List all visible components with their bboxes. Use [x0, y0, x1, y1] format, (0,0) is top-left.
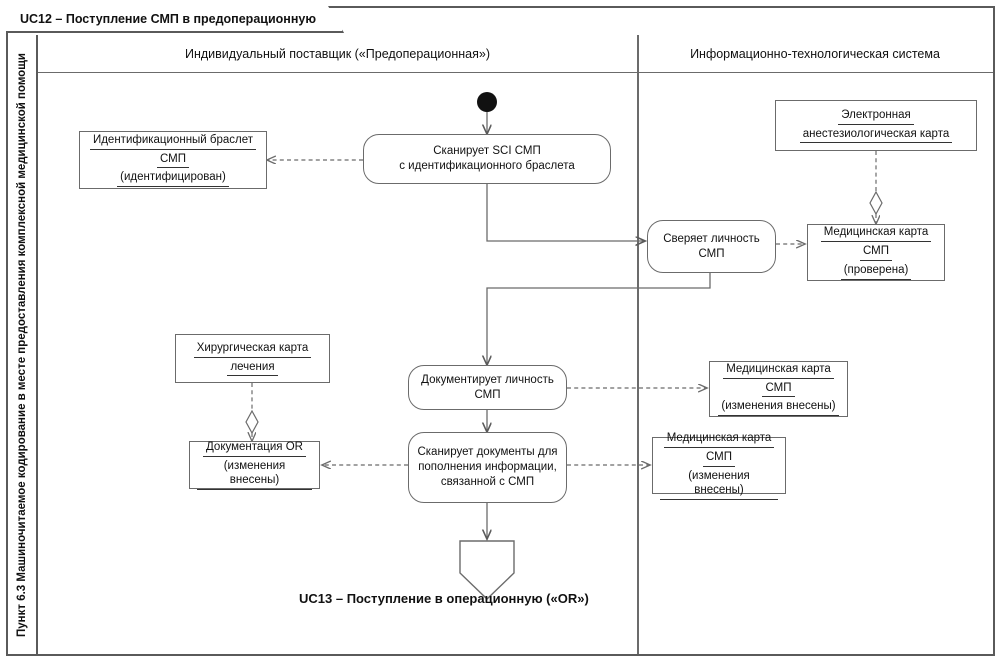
- diagram-title-tab: UC12 – Поступление СМП в предоперационну…: [6, 6, 344, 33]
- action-document-identity[interactable]: Документирует личность СМП: [408, 365, 567, 410]
- object-surgical-treatment-chart[interactable]: Хирургическая карта лечения: [175, 334, 330, 383]
- action-scan-sci-line-1: Сканирует SCI СМП: [433, 145, 541, 158]
- initial-node: [477, 92, 497, 112]
- object-med-record-updated-2-line-2: СМП: [702, 450, 736, 467]
- object-med-record-updated-1-line-1: Медицинская карта: [723, 362, 834, 379]
- action-verify-identity-line-2: СМП: [698, 247, 725, 260]
- action-scan-documents-line-3: связанной с СМП: [440, 475, 535, 488]
- object-med-record-checked-line-3: (проверена): [840, 263, 912, 280]
- action-scan-sci[interactable]: Сканирует SCI СМП с идентификационного б…: [363, 134, 611, 184]
- object-or-documentation-line-2: (изменения внесены): [197, 459, 312, 491]
- action-scan-documents-line-1: Сканирует документы для: [417, 446, 558, 459]
- action-scan-documents[interactable]: Сканирует документы для пополнения инфор…: [408, 432, 567, 503]
- action-verify-identity[interactable]: Сверяет личность СМП: [647, 220, 776, 273]
- object-medical-record-updated-1[interactable]: Медицинская карта СМП (изменения внесены…: [709, 361, 848, 417]
- clause-caption-text: Пункт 6.3 Машиночитаемое кодирование в м…: [16, 52, 28, 637]
- object-med-record-checked-line-2: СМП: [859, 244, 893, 261]
- object-med-record-updated-1-line-2: СМП: [762, 381, 795, 398]
- object-med-record-updated-2-line-3: (изменения внесены): [660, 469, 778, 501]
- object-wristband-line-2: СМП: [156, 152, 190, 169]
- action-document-identity-line-1: Документирует личность: [421, 373, 554, 386]
- object-identification-wristband[interactable]: Идентификационный браслет СМП (идентифиц…: [79, 131, 267, 189]
- swimlane-divider: [637, 35, 639, 654]
- object-wristband-line-3: (идентифицирован): [117, 170, 229, 188]
- object-or-documentation-line-1: Документация OR: [203, 440, 306, 457]
- object-wristband-line-1: Идентификационный браслет: [89, 133, 257, 150]
- clause-caption-band: Пункт 6.3 Машиночитаемое кодирование в м…: [8, 35, 38, 654]
- object-anesthesia-chart-line-2: анестезиологическая карта: [799, 127, 953, 144]
- object-med-record-checked-line-1: Медицинская карта: [820, 225, 932, 243]
- object-med-record-updated-1-line-3: (изменения внесены): [718, 399, 839, 417]
- swimlane-header-provider: Индивидуальный поставщик («Предоперацион…: [38, 35, 637, 73]
- object-med-record-updated-2-line-1: Медицинская карта: [663, 431, 775, 448]
- object-surgical-chart-line-1: Хирургическая карта: [193, 341, 312, 358]
- object-anesthesia-chart-line-1: Электронная: [838, 108, 914, 125]
- end-usecase-label: UC13 – Поступление в операционную («OR»): [299, 591, 589, 606]
- action-scan-documents-line-2: пополнения информации,: [418, 461, 557, 474]
- action-document-identity-line-2: СМП: [474, 388, 501, 401]
- object-or-documentation[interactable]: Документация OR (изменения внесены): [189, 440, 320, 491]
- object-medical-record-updated-2[interactable]: Медицинская карта СМП (изменения внесены…: [652, 432, 786, 501]
- action-scan-sci-line-2: с идентификационного браслета: [399, 160, 575, 172]
- object-electronic-anesthesia-chart[interactable]: Электронная анестезиологическая карта: [775, 100, 977, 151]
- swimlane-header-it-system: Информационно-технологическая система: [637, 35, 993, 73]
- action-verify-identity-line-1: Сверяет личность: [663, 232, 760, 245]
- object-medical-record-checked[interactable]: Медицинская карта СМП (проверена): [807, 224, 945, 281]
- object-surgical-chart-line-2: лечения: [227, 360, 278, 377]
